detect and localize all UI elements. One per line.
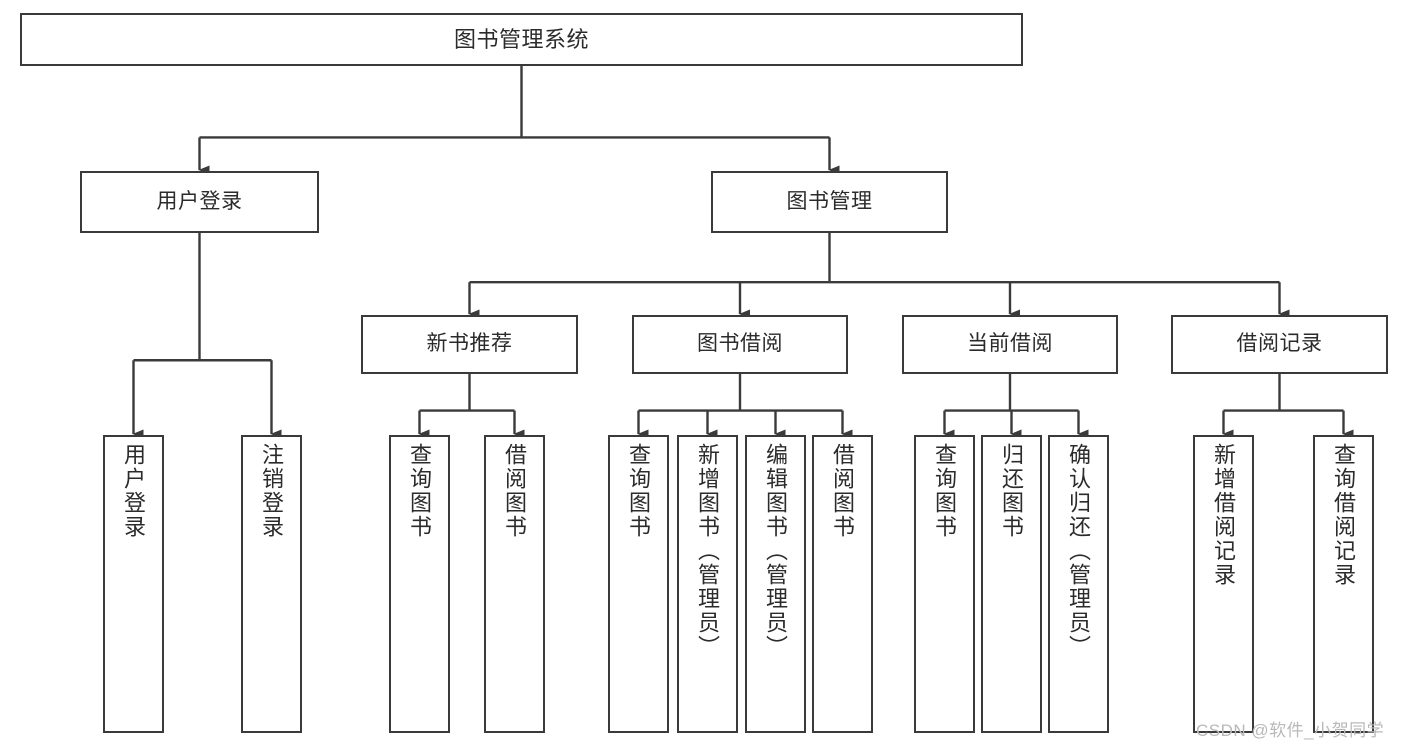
- leaf-query-book-1[interactable]: 查询图书: [389, 435, 450, 733]
- leaf-confirm-return-label: 确认归还（管理员）: [1066, 443, 1092, 659]
- node-new-book-recommendation[interactable]: 新书推荐: [361, 315, 578, 374]
- leaf-query-book-1-label: 查询图书: [407, 443, 433, 539]
- node-current-borrow-label: 当前借阅: [967, 332, 1053, 356]
- leaf-add-book-label: 新增图书（管理员）: [695, 443, 721, 659]
- node-book-management-label: 图书管理: [786, 189, 873, 213]
- leaf-edit-book[interactable]: 编辑图书（管理员）: [745, 435, 806, 733]
- leaf-user-login-label: 用户登录: [121, 443, 147, 539]
- leaf-borrow-book-2[interactable]: 借阅图书: [812, 435, 873, 733]
- leaf-add-borrow-record[interactable]: 新增借阅记录: [1193, 435, 1254, 733]
- leaf-add-borrow-record-label: 新增借阅记录: [1211, 443, 1237, 587]
- leaf-borrow-book-2-label: 借阅图书: [830, 443, 856, 539]
- node-book-borrow-label: 图书借阅: [697, 332, 783, 356]
- leaf-query-book-2-label: 查询图书: [626, 443, 652, 539]
- node-root[interactable]: 图书管理系统: [20, 13, 1023, 66]
- leaf-query-borrow-record-label: 查询借阅记录: [1331, 443, 1357, 587]
- leaf-query-borrow-record[interactable]: 查询借阅记录: [1313, 435, 1374, 733]
- leaf-query-book-2[interactable]: 查询图书: [608, 435, 669, 733]
- leaf-user-login[interactable]: 用户登录: [103, 435, 164, 733]
- node-new-book-recommendation-label: 新书推荐: [426, 332, 513, 356]
- leaf-logout-label: 注销登录: [259, 443, 285, 539]
- leaf-borrow-book-1[interactable]: 借阅图书: [484, 435, 545, 733]
- leaf-edit-book-label: 编辑图书（管理员）: [763, 443, 789, 659]
- leaf-query-book-3-label: 查询图书: [932, 443, 958, 539]
- leaf-query-book-3[interactable]: 查询图书: [914, 435, 975, 733]
- node-borrow-record-label: 借阅记录: [1236, 332, 1323, 356]
- leaf-add-book[interactable]: 新增图书（管理员）: [677, 435, 738, 733]
- node-user-login-label: 用户登录: [156, 189, 243, 213]
- node-book-management[interactable]: 图书管理: [711, 171, 948, 233]
- leaf-return-book-label: 归还图书: [999, 443, 1025, 539]
- leaf-return-book[interactable]: 归还图书: [981, 435, 1042, 733]
- node-borrow-record[interactable]: 借阅记录: [1171, 315, 1388, 374]
- node-book-borrow[interactable]: 图书借阅: [632, 315, 848, 374]
- node-user-login[interactable]: 用户登录: [80, 171, 319, 233]
- node-root-label: 图书管理系统: [453, 26, 589, 52]
- leaf-logout[interactable]: 注销登录: [241, 435, 302, 733]
- leaf-confirm-return[interactable]: 确认归还（管理员）: [1048, 435, 1109, 733]
- leaf-borrow-book-1-label: 借阅图书: [502, 443, 528, 539]
- node-current-borrow[interactable]: 当前借阅: [902, 315, 1118, 374]
